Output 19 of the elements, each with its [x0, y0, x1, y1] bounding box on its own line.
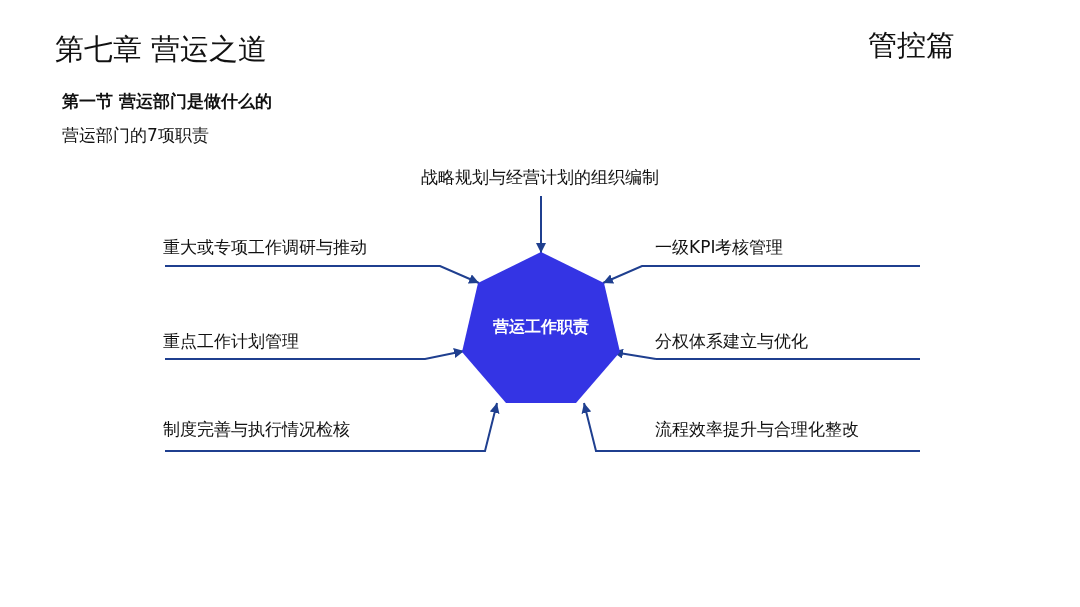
heptagon-shape [461, 251, 621, 404]
duty-label: 重大或专项工作调研与推动 [163, 236, 442, 268]
slide-title: 第七章 营运之道 [55, 31, 268, 68]
duty-label: 流程效率提升与合理化整改 [594, 418, 922, 453]
arrow [602, 265, 921, 284]
arrow [164, 265, 480, 284]
arrow [164, 348, 465, 360]
section-heading: 管控篇 [868, 27, 955, 64]
arrow [581, 402, 921, 452]
duty-label: 制度完善与执行情况检核 [163, 418, 487, 453]
duty-label: 分权体系建立与优化 [655, 330, 922, 361]
subtitle-text: 营运部门的7项职责 [62, 124, 209, 147]
duty-label: 一级KPI考核管理 [640, 236, 922, 268]
arrow [536, 195, 546, 254]
duty-label: 重点工作计划管理 [163, 330, 427, 361]
subsection-heading: 第一节 营运部门是做什么的 [62, 90, 272, 113]
duty-label: 战略规划与经营计划的组织编制 [385, 166, 695, 198]
node-label: 营运工作职责 [492, 317, 590, 338]
arrow [164, 402, 500, 452]
